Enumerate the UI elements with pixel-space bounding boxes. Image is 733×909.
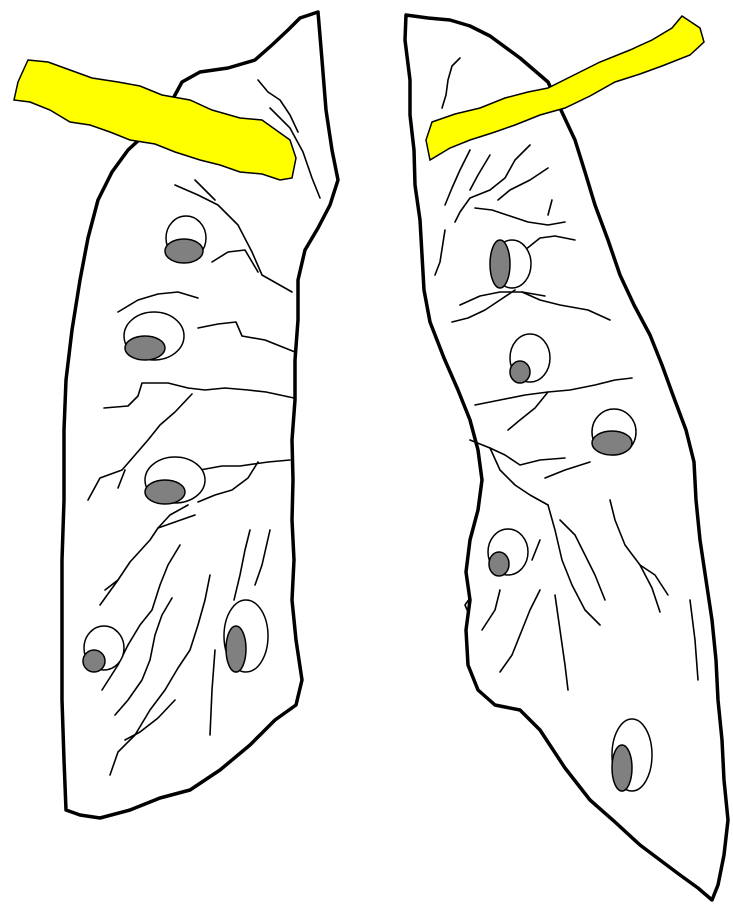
nodule (165, 216, 206, 263)
nodule-spot (612, 745, 632, 791)
nodule-spot (145, 480, 185, 504)
nodule-spot (83, 650, 105, 672)
right-panel-outline (405, 15, 728, 900)
left-panel (14, 12, 338, 818)
nodule (224, 600, 268, 672)
nodule-spot (592, 431, 632, 455)
nodule (612, 719, 652, 791)
nodule-spot (489, 552, 509, 576)
nodule (145, 457, 205, 504)
nodule (488, 529, 528, 576)
nodule-spot (165, 239, 203, 263)
nodule (490, 240, 531, 288)
nodule-spot (510, 361, 530, 383)
nodule (124, 312, 184, 360)
nodule-spot (125, 336, 165, 360)
nodule (510, 334, 550, 383)
nodule-spot (490, 240, 510, 288)
nodule-spot (226, 626, 246, 672)
nodule (592, 409, 636, 455)
right-panel (405, 15, 728, 900)
